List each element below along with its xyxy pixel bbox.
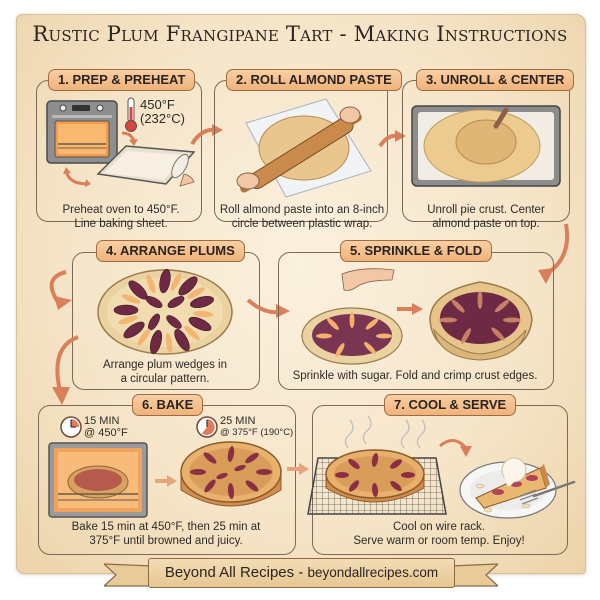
step-7-caption: Cool on wire rack. Serve warm or room te… xyxy=(353,521,525,547)
timer-1-time: 15 MIN xyxy=(84,415,120,427)
step-1-caption: Preheat oven to 450°F. Line baking sheet… xyxy=(62,204,180,230)
baking-tray-icon xyxy=(411,105,561,187)
steam-icon xyxy=(344,415,426,449)
page-title: Rustic Plum Frangipane Tart - Making Ins… xyxy=(32,22,568,46)
arrow-step2-to-step3 xyxy=(378,130,406,148)
footer-banner: Beyond All Recipes - beyondallrecipes.co… xyxy=(148,558,455,588)
plum-tart-icon xyxy=(97,268,233,355)
arrow-into-step4 xyxy=(49,270,72,310)
arrow-oven-to-tart xyxy=(155,475,177,487)
arrow-step4-to-step5 xyxy=(246,298,290,318)
curved-arrow-icon xyxy=(121,131,138,146)
step-6-label: 6. BAKE xyxy=(132,394,204,416)
step-4-caption: Arrange plum wedges in a circular patter… xyxy=(102,359,227,385)
arrow-step6-to-step7 xyxy=(287,463,309,475)
step-2-label: 2. ROLL ALMOND PASTE xyxy=(226,69,402,91)
step-2-caption: Roll almond paste into an 8-inch circle … xyxy=(219,204,385,230)
rolling-pin-icon xyxy=(236,98,372,198)
tart-slice-icon xyxy=(459,457,557,519)
arrow-step3-to-step5 xyxy=(538,223,569,284)
oven-icon xyxy=(46,100,118,164)
wire-rack-icon xyxy=(307,449,447,515)
arrow-step4-to-step6 xyxy=(52,335,79,405)
oven-icon xyxy=(48,442,148,518)
timer-icon xyxy=(60,416,82,438)
timer-1-temp: @ 450°F xyxy=(84,427,128,439)
step-5-caption: Sprinkle with sugar. Fold and crimp crus… xyxy=(292,370,538,382)
galette-icon xyxy=(429,281,533,361)
step-1-temp: 450°F (232°C) xyxy=(140,98,185,126)
timer-2-time: 25 MIN xyxy=(220,415,256,427)
curved-arrow-icon xyxy=(439,439,472,457)
ribbon-right-tail xyxy=(449,563,498,587)
thermometer-icon xyxy=(125,97,137,132)
temp-celsius: (232°C) xyxy=(140,111,185,126)
baking-sheet-icon xyxy=(96,145,196,187)
timer-2-text: 25 MIN @ 375°F (190°C) xyxy=(220,415,293,439)
step-7-label: 7. COOL & SERVE xyxy=(384,394,517,416)
temp-fahrenheit: 450°F xyxy=(140,97,175,112)
timer-icon xyxy=(196,416,218,438)
baked-tart-icon xyxy=(180,441,282,507)
step-3-caption: Unroll pie crust. Center almond paste on… xyxy=(427,204,545,230)
footer-separator: - xyxy=(294,564,308,581)
fork-icon xyxy=(519,480,576,504)
step-4-label: 4. ARRANGE PLUMS xyxy=(96,240,245,262)
timer-2-temp: @ 375°F (190°C) xyxy=(220,427,294,438)
step-1-label: 1. PREP & PREHEAT xyxy=(48,69,196,91)
footer-brand: Beyond All Recipes xyxy=(164,564,295,581)
ice-cream-icon xyxy=(501,457,527,487)
step-5-label: 5. SPRINKLE & FOLD xyxy=(340,240,493,262)
timer-1-text: 15 MIN @ 450°F xyxy=(84,415,128,439)
cycle-arrow-icon xyxy=(63,167,91,187)
step-3-label: 3. UNROLL & CENTER xyxy=(416,69,575,91)
step-6-caption: Bake 15 min at 450°F, then 25 min at 375… xyxy=(71,521,261,547)
ribbon-left-tail xyxy=(104,563,153,587)
footer-url-link[interactable]: beyondallrecipes.com xyxy=(307,565,439,580)
sugar-sprinkle-icon xyxy=(301,268,403,365)
arrow-sprinkle-to-fold xyxy=(397,303,423,315)
